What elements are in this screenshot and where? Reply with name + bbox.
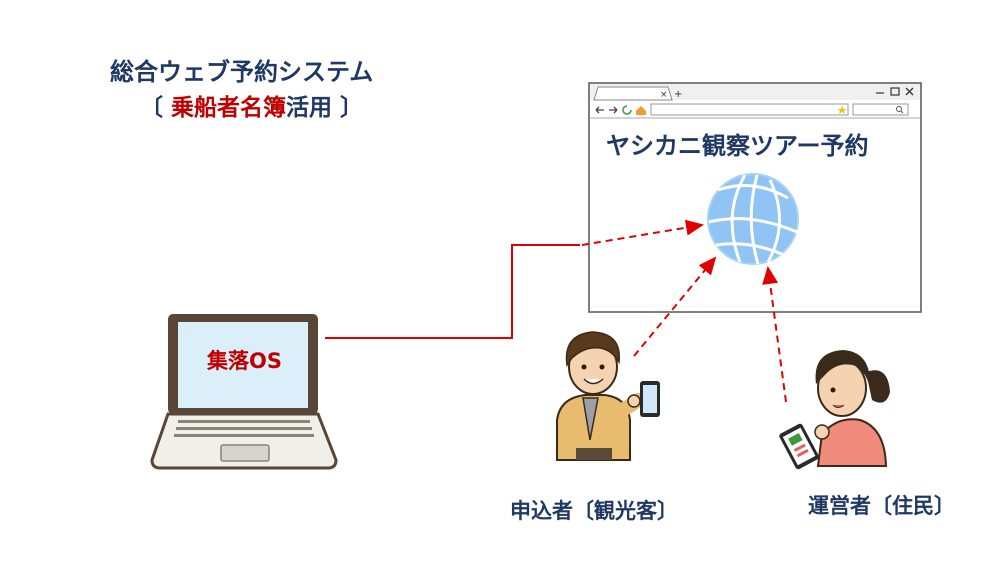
- diagram-title: 総合ウェブ予約システム: [110, 58, 374, 86]
- forward-icon[interactable]: [609, 106, 618, 114]
- search-icon: [896, 106, 902, 112]
- subtitle-highlight: 乗船者名簿: [171, 95, 287, 121]
- search-box[interactable]: [852, 103, 909, 116]
- applicant-person-icon: [556, 331, 660, 461]
- globe-icon: [707, 173, 799, 265]
- laptop-screen-label: 集落OS: [207, 349, 282, 373]
- new-tab-icon[interactable]: +: [674, 89, 682, 100]
- operator-person-icon: [779, 350, 890, 470]
- diagram-subtitle: 〔 乗船者名簿活用 〕: [140, 88, 363, 122]
- browser-toolbar: [590, 103, 920, 119]
- site-title: ヤシカニ観察ツアー予約: [606, 132, 869, 160]
- address-bar[interactable]: [650, 103, 849, 116]
- back-icon[interactable]: [595, 106, 604, 114]
- home-icon[interactable]: [636, 106, 646, 115]
- arrow-os-to-site: [581, 219, 704, 246]
- touchpad: [220, 444, 270, 462]
- close-window-icon[interactable]: [905, 87, 914, 96]
- reload-icon[interactable]: [622, 105, 632, 115]
- browser-tab[interactable]: [593, 86, 673, 101]
- arrow-operator-to-site: [762, 266, 787, 403]
- subtitle-close-bracket: 〕: [340, 95, 364, 121]
- subtitle-open-bracket: 〔: [140, 95, 163, 121]
- bookmark-star-icon[interactable]: [837, 106, 847, 114]
- maximize-icon[interactable]: [890, 87, 900, 96]
- arrow-applicant-to-site: [633, 256, 717, 357]
- subtitle-rest: 活用: [286, 95, 333, 121]
- window-controls: [876, 87, 914, 96]
- tab-close-icon[interactable]: ×: [660, 90, 668, 100]
- connection-line: [325, 244, 580, 339]
- laptop-icon: [150, 314, 338, 470]
- operator-label: 運営者〔住民〕: [808, 494, 955, 518]
- applicant-label: 申込者〔観光客〕: [510, 499, 678, 523]
